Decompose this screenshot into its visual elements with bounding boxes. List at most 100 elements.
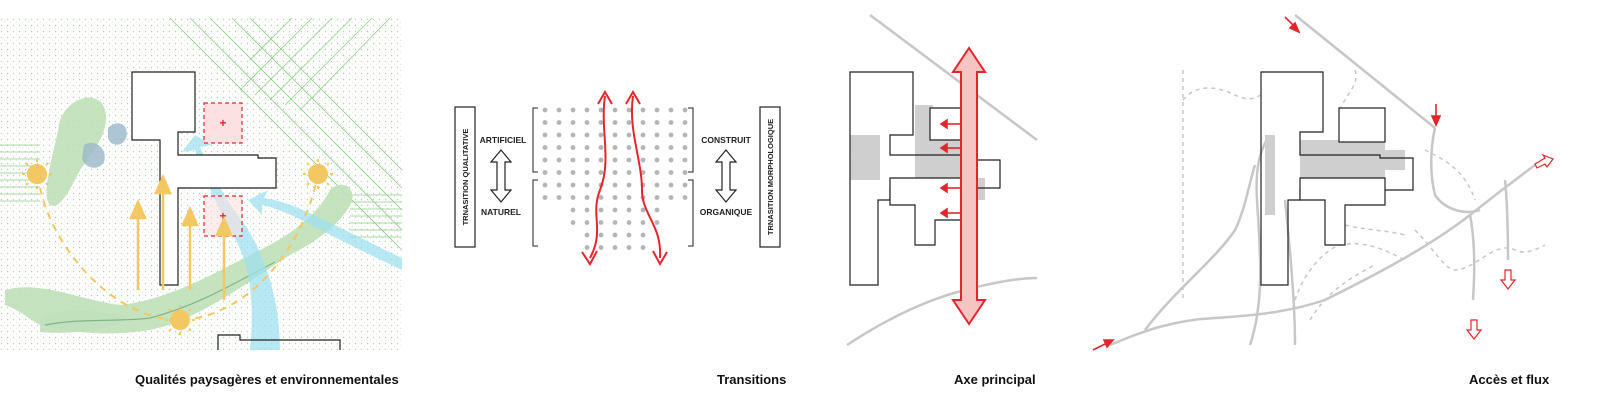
grid-dot: [640, 120, 646, 125]
double-arrow-icon: [489, 149, 513, 203]
water-flow: [182, 135, 280, 350]
morphological-box: [759, 106, 781, 248]
grid-dot: [556, 170, 562, 175]
grid-dot: [584, 157, 590, 163]
grid-dot: [626, 170, 632, 175]
grid-dot: [584, 132, 590, 138]
field-lines-right: [350, 194, 402, 238]
caption-access: Accès et flux: [1469, 372, 1550, 387]
label-artificial: ARTIFICIEL: [480, 135, 527, 145]
grid-dot: [542, 195, 548, 200]
grid-dot: [556, 145, 562, 150]
grid-dot: [612, 220, 618, 225]
grid-dot: [542, 132, 548, 138]
grid-dot: [584, 145, 590, 150]
grid-dot: [584, 207, 590, 213]
grid-dot: [682, 195, 688, 200]
grid-dot: [584, 220, 590, 225]
exit-arrows: [1465, 153, 1554, 340]
grid-dot: [542, 170, 548, 175]
landscape-diagram: + +: [0, 17, 403, 350]
grid-dot: [682, 107, 688, 113]
grid-dot: [570, 132, 576, 138]
grid-dot: [542, 107, 548, 113]
sunlight-arrows: [129, 173, 233, 300]
grid-dot: [640, 207, 646, 213]
grid-dot: [556, 132, 562, 138]
grid-dot: [556, 107, 562, 113]
field-hatching: [169, 17, 403, 251]
entry-arrows: [939, 118, 960, 219]
grid-dot: [598, 107, 604, 113]
grid-dot: [626, 232, 632, 238]
double-arrow-icon: [714, 149, 738, 203]
grid-dot: [570, 207, 576, 213]
sun-path: [37, 174, 319, 322]
grid-dot: [612, 170, 618, 175]
grid-dot: [654, 145, 660, 150]
grid-dot: [542, 120, 548, 125]
grid-dot: [640, 232, 646, 238]
field-lines-left: [0, 144, 40, 202]
qualitative-box: [454, 106, 476, 248]
grid-dot: [556, 157, 562, 163]
grid-dot: [612, 157, 618, 163]
grid-dot: [640, 220, 646, 225]
grid-dot: [612, 120, 618, 125]
vegetation-corridor: [5, 184, 353, 334]
grid-dot: [598, 120, 604, 125]
grid-dot: [626, 220, 632, 225]
grid-dot: [668, 120, 674, 125]
grid-dot: [654, 195, 660, 200]
grid-dot: [542, 182, 548, 188]
dot-grid: [542, 107, 688, 250]
brackets: [532, 107, 694, 247]
grid-dot: [682, 145, 688, 150]
grid-dot: [570, 170, 576, 175]
grid-dot: [612, 245, 618, 250]
grid-dot: [598, 232, 604, 238]
grid-dot: [612, 132, 618, 138]
grid-dot: [668, 145, 674, 150]
grid-dot: [682, 170, 688, 175]
grid-dot: [612, 195, 618, 200]
grid-dot: [584, 107, 590, 113]
sun-icon: [165, 305, 195, 335]
grid-dot: [682, 120, 688, 125]
vegetation-area: [46, 97, 106, 206]
sun-icon: [22, 159, 52, 189]
grid-dot: [654, 157, 660, 163]
grid-dot: [682, 182, 688, 188]
grid-dot: [598, 132, 604, 138]
access-arrows: [1092, 16, 1442, 351]
plot-dashed: [203, 102, 243, 144]
grid-dot: [570, 182, 576, 188]
plus-icon: +: [219, 116, 226, 130]
grid-dot: [598, 207, 604, 213]
water-flow: [248, 190, 402, 270]
grid-dot: [626, 195, 632, 200]
grid-dot: [598, 157, 604, 163]
grid-dot: [668, 132, 674, 138]
grid-dot: [584, 195, 590, 200]
grid-dot: [668, 195, 674, 200]
caption-axis: Axe principal: [954, 372, 1036, 387]
building-wing: [1299, 177, 1386, 246]
grid-dot: [570, 220, 576, 225]
label-built: CONSTRUIT: [701, 135, 751, 145]
grid-dot: [556, 182, 562, 188]
grid-dot: [654, 107, 660, 113]
grid-dot: [668, 182, 674, 188]
grid-dot: [668, 170, 674, 175]
caption-transitions: Transitions: [717, 372, 787, 387]
grid-dot: [654, 220, 660, 225]
grid-dot: [584, 245, 590, 250]
grid-dot: [654, 170, 660, 175]
grid-dot: [556, 195, 562, 200]
building-outline-south: [217, 334, 341, 350]
grid-dot: [626, 245, 632, 250]
grid-dot: [640, 132, 646, 138]
grid-dot: [654, 132, 660, 138]
grid-dot: [612, 182, 618, 188]
grid-dot: [612, 107, 618, 113]
